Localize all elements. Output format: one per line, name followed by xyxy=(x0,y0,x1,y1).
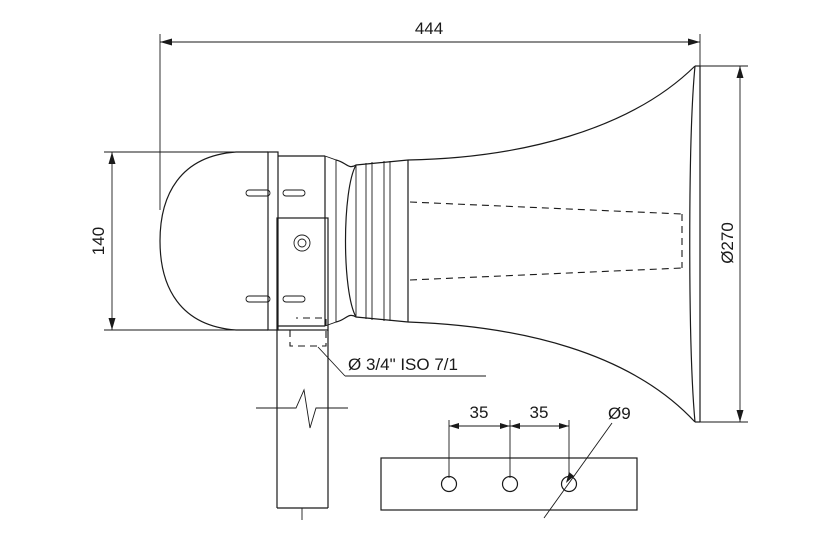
cable-entry: Ø 3/4" ISO 7/1 xyxy=(289,317,486,377)
dimension-label-hole-spacing-1: 35 xyxy=(470,403,489,422)
rear-dome xyxy=(159,151,268,331)
clamp-ring xyxy=(245,151,337,331)
dimension-label-hole-spacing-2: 35 xyxy=(530,403,549,422)
neck xyxy=(335,159,409,323)
dimension-label-overall-length: 444 xyxy=(415,19,443,38)
dimension-hole-diameter: Ø9 xyxy=(543,404,631,519)
mounting-pole xyxy=(256,330,348,520)
horn-bell xyxy=(407,65,701,423)
dimension-overall-length: 444 xyxy=(159,19,701,210)
inner-cone-hidden xyxy=(409,201,683,281)
dimension-label-back-height: 140 xyxy=(89,227,108,255)
dimension-horn-diameter: Ø270 xyxy=(700,65,748,423)
dimension-back-height: 140 xyxy=(89,151,278,331)
bracket-plate xyxy=(380,457,638,511)
dimension-label-horn-diameter: Ø270 xyxy=(718,222,737,264)
thread-label: Ø 3/4" ISO 7/1 xyxy=(348,355,458,374)
dimension-label-hole-diameter: Ø9 xyxy=(608,404,631,423)
dimension-hole-spacing: 35 35 xyxy=(448,403,570,478)
